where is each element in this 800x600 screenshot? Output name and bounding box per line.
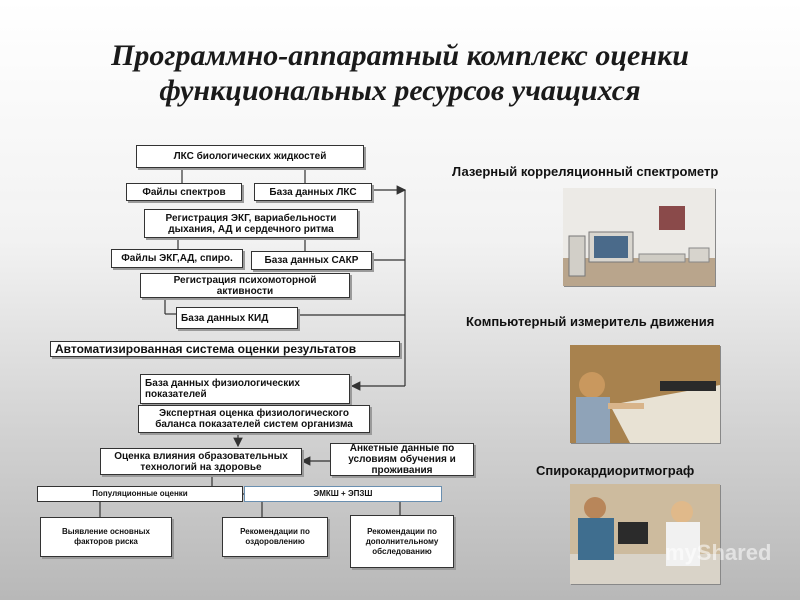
motion-meter-caption: Компьютерный измеритель движения — [466, 314, 715, 329]
title-line-2: функциональных ресурсов учащихся — [159, 74, 641, 107]
lks-box: ЛКС биологических жидкостей — [136, 145, 364, 168]
title-line-1: Программно-аппаратный комплекс оценки — [111, 39, 689, 72]
spirocardio-photo — [570, 484, 720, 584]
ecg-registration-box: Регистрация ЭКГ, вариабельности дыхания,… — [144, 209, 358, 238]
motion-meter-photo — [570, 345, 720, 443]
recommend-exam-box: Рекомендации по дополнительному обследов… — [350, 515, 454, 568]
risk-factors-box: Выявление основных факторов риска — [40, 517, 172, 557]
laser-spectrometer-caption: Лазерный корреляционный спектрометр — [452, 164, 719, 179]
lab-computer-icon — [563, 188, 715, 286]
laser-spectrometer-photo — [563, 188, 715, 286]
sakr-db-box: База данных САКР — [251, 251, 372, 270]
expert-assessment-box: Экспертная оценка физиологического балан… — [138, 405, 370, 433]
influence-box: Оценка влияния образовательных технологи… — [100, 448, 302, 475]
spirocardio-caption: Спирокардиоритмограф — [536, 463, 695, 478]
watermark: myShared — [665, 540, 771, 566]
watermark-text: myShared — [665, 540, 772, 565]
auto-system-box: Автоматизированная система оценки резуль… — [50, 341, 400, 357]
emksh-box: ЭМКШ + ЭПЗШ — [244, 486, 442, 502]
students-with-device-icon — [570, 484, 720, 584]
population-box: Популяционные оценки — [37, 486, 243, 502]
kid-db-box: База данных КИД — [176, 307, 298, 329]
child-at-desk-icon — [570, 345, 720, 443]
slide-title: Программно-аппаратный комплекс оценки фу… — [0, 38, 800, 108]
spectra-files-box: Файлы спектров — [126, 183, 242, 201]
physio-db-box: База данных физиологических показателей — [140, 374, 350, 404]
lks-db-box: База данных ЛКС — [254, 183, 372, 201]
psycho-registration-box: Регистрация психомоторной активности — [140, 273, 350, 298]
ecg-files-box: Файлы ЭКГ,АД, спиро. — [111, 249, 243, 268]
recommend-health-box: Рекомендации по оздоровлению — [222, 517, 328, 557]
questionnaire-box: Анкетные данные по условиям обучения и п… — [330, 443, 474, 476]
